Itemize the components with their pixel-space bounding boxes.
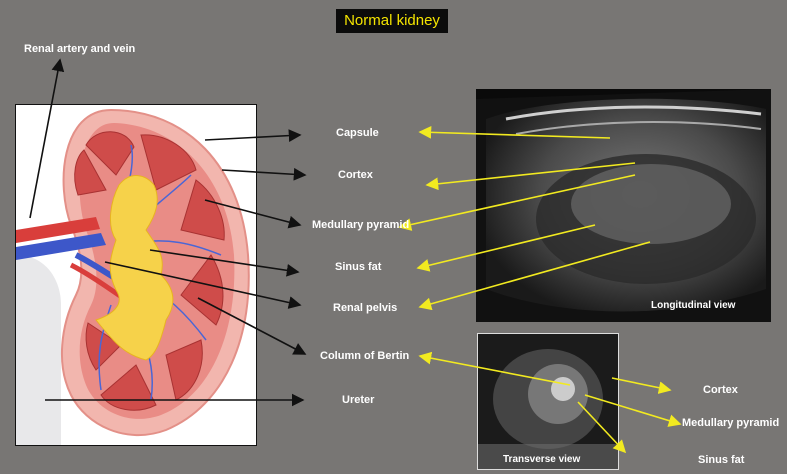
transverse-view-label: Transverse view — [503, 454, 581, 465]
label-sinus-fat-transverse: Sinus fat — [698, 454, 745, 466]
label-sinus-fat: Sinus fat — [335, 261, 382, 273]
label-medullary-pyramid: Medullary pyramid — [312, 219, 410, 231]
longitudinal-view-label: Longitudinal view — [651, 300, 736, 311]
label-renal-artery-vein: Renal artery and vein — [24, 43, 136, 55]
label-cortex: Cortex — [338, 169, 373, 181]
label-ureter: Ureter — [342, 394, 375, 406]
ultrasound-longitudinal-image: Longitudinal view — [476, 89, 771, 322]
ultrasound-transverse-image: Transverse view — [477, 333, 619, 470]
label-cortex-transverse: Cortex — [703, 384, 738, 396]
page-title: Normal kidney — [336, 9, 448, 33]
label-capsule: Capsule — [336, 127, 379, 139]
label-medullary-pyramid-transverse: Medullary pyramid — [682, 417, 780, 429]
label-renal-pelvis: Renal pelvis — [333, 302, 398, 314]
label-column-of-bertin: Column of Bertin — [320, 350, 410, 362]
